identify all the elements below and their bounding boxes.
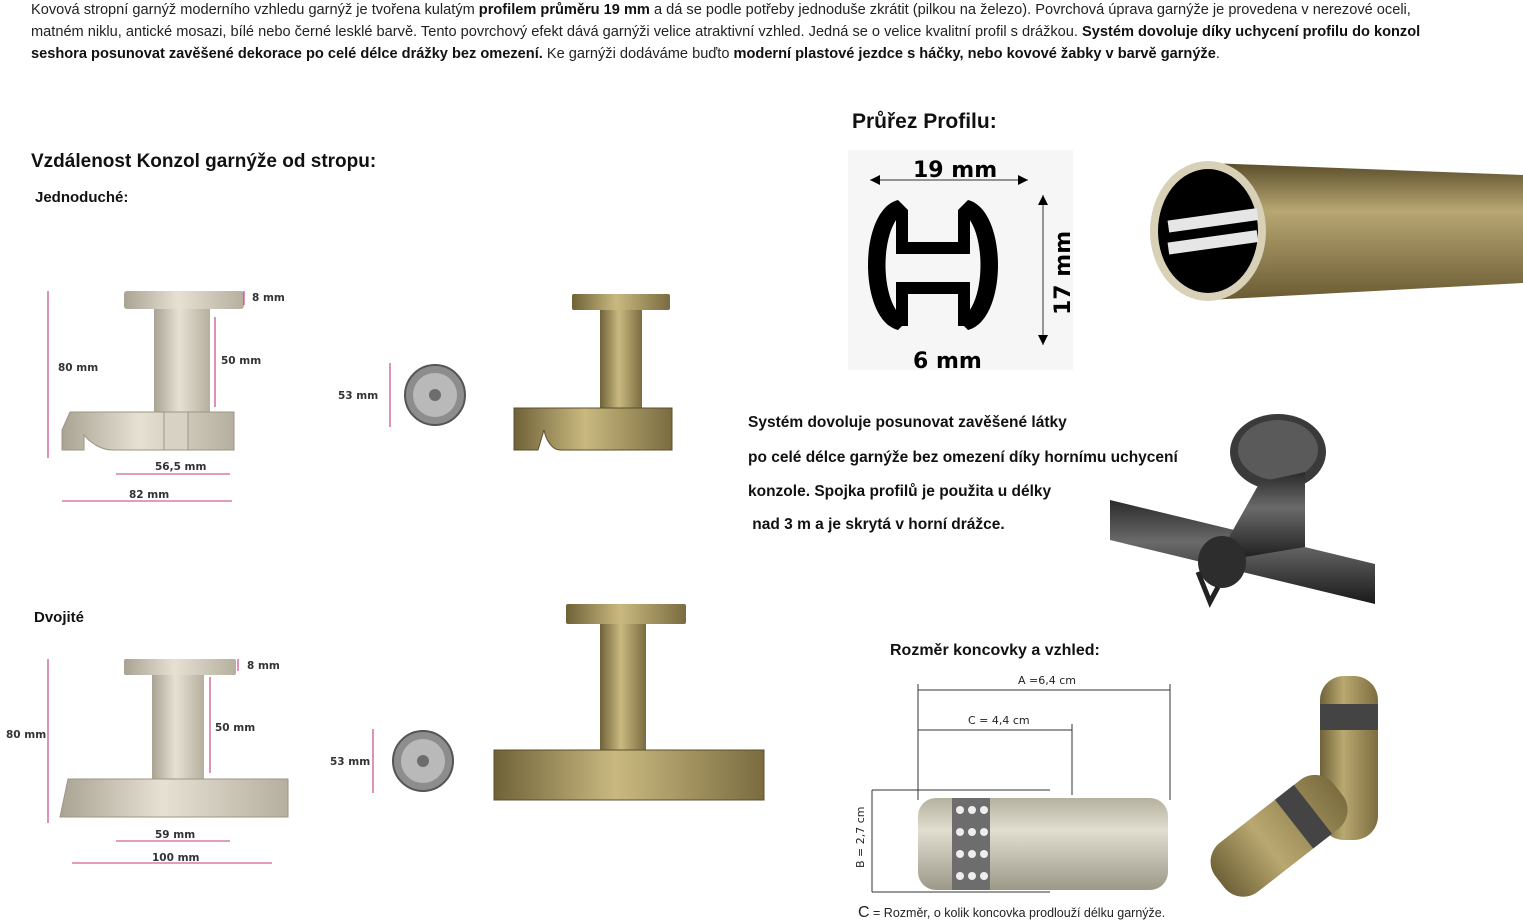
endcap-b-label: B = 2,7 cm	[854, 806, 867, 868]
single-top-label: 8 mm	[252, 292, 285, 304]
double-bracket-diagram: 80 mm 50 mm 8 mm 59 mm 100 mm	[6, 659, 289, 864]
system-line-1: Systém dovoluje posunovat zavěšené látky	[748, 414, 1067, 431]
system-line-4: nad 3 m a je skrytá v horní drážce.	[748, 516, 1005, 533]
intro-bold-accessories: moderní plastové jezdce s háčky, nebo ko…	[733, 46, 1216, 62]
endcap-products	[1210, 676, 1378, 897]
single-brass-bracket	[513, 294, 673, 451]
single-inner-label: 56,5 mm	[155, 461, 207, 473]
double-stem-label: 50 mm	[215, 722, 255, 734]
profile-heading: Průřez Profilu:	[852, 110, 997, 133]
profile-cross-section: 19 mm 6 mm 17 mm	[848, 150, 1076, 374]
endcap-c-label: C = 4,4 cm	[968, 714, 1030, 727]
endcap-diagram: A =6,4 cm C = 4,4 cm B = 2,7 cm	[854, 674, 1171, 893]
single-height-label: 80 mm	[58, 362, 98, 374]
single-plate-view: 53 mm	[338, 363, 466, 427]
double-top-label: 8 mm	[247, 660, 280, 672]
double-plate-view: 53 mm	[330, 729, 454, 793]
ceiling-plate	[124, 291, 244, 309]
system-line-3: konzole. Spojka profilů je použita u dél…	[748, 483, 1052, 500]
intro-bold-system: Systém dovoluje díky uchycení profilu do…	[31, 24, 1421, 62]
intro-text-3: Ke garnýži dodáváme buďto	[542, 46, 734, 62]
double-inner-label: 59 mm	[155, 829, 195, 841]
intro-text-4: .	[1215, 46, 1220, 62]
single-stem-label: 50 mm	[221, 355, 261, 367]
profile-width-label: 19 mm	[913, 158, 997, 183]
profile-slot-label: 6 mm	[913, 349, 982, 374]
intro-paragraph: Kovová stropní garnýž moderního vzhledu …	[31, 0, 1451, 65]
single-bracket-diagram: 80 mm 50 mm 8 mm 56,5 mm 82 mm	[47, 291, 285, 502]
double-bracket-label: Dvojité	[34, 609, 85, 626]
endcap-note-text: = Rozměr, o kolik koncovka prodlouží dél…	[869, 906, 1166, 920]
double-brass-bracket	[493, 604, 765, 801]
rod-end-photo	[1150, 161, 1523, 301]
system-line-2: po celé délce garnýže bez omezení díky h…	[748, 449, 1178, 466]
double-plate-label: 53 mm	[330, 756, 370, 768]
intro-bold-profile: profilem průměru 19 mm	[478, 2, 650, 18]
endcap-a-label: A =6,4 cm	[1018, 674, 1076, 687]
endcap-heading: Rozměr koncovky a vzhled:	[890, 642, 1100, 659]
double-height-label: 80 mm	[6, 729, 46, 741]
black-rod-photo	[1110, 414, 1375, 608]
single-plate-label: 53 mm	[338, 390, 378, 402]
double-width-label: 100 mm	[152, 852, 200, 864]
single-bracket-label: Jednoduché:	[35, 189, 129, 206]
bracket-arm	[61, 411, 235, 451]
intro-text-1: Kovová stropní garnýž moderního vzhledu …	[31, 2, 479, 18]
single-width-label: 82 mm	[129, 489, 169, 501]
endcap-note: C = Rozměr, o kolik koncovka prodlouží d…	[858, 904, 1165, 922]
intro-text-2: a dá se podle potřeby jednoduše zkrátit …	[31, 2, 1411, 40]
bracket-stem	[154, 309, 210, 415]
endcap-note-letter: C	[858, 904, 870, 921]
profile-height-label: 17 mm	[1051, 231, 1076, 315]
brackets-heading: Vzdálenost Konzol garnýže od stropu:	[31, 151, 377, 172]
